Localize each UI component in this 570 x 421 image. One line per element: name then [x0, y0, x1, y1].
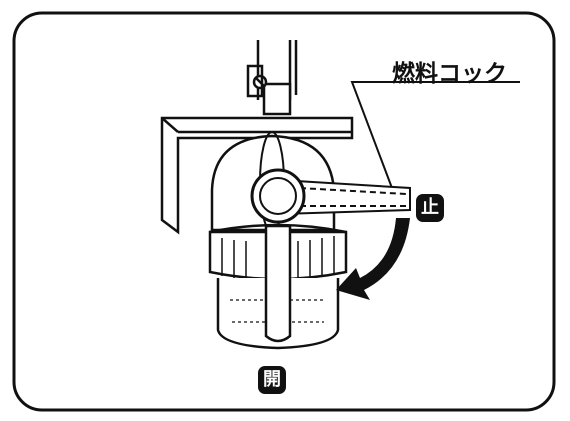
- lever-open-position: [264, 224, 292, 343]
- mounting-bracket: [160, 116, 354, 235]
- stop-badge: 止: [416, 194, 444, 222]
- leader-line: [350, 81, 520, 197]
- turn-arrow: [336, 218, 410, 300]
- valve-lever: [279, 179, 411, 215]
- fuel-cock-label: 燃料コック: [392, 61, 507, 87]
- frame-border: [12, 11, 556, 412]
- open-badge: 開: [258, 366, 286, 394]
- valve-boss: [250, 168, 306, 224]
- fuel-pipe: [246, 40, 298, 116]
